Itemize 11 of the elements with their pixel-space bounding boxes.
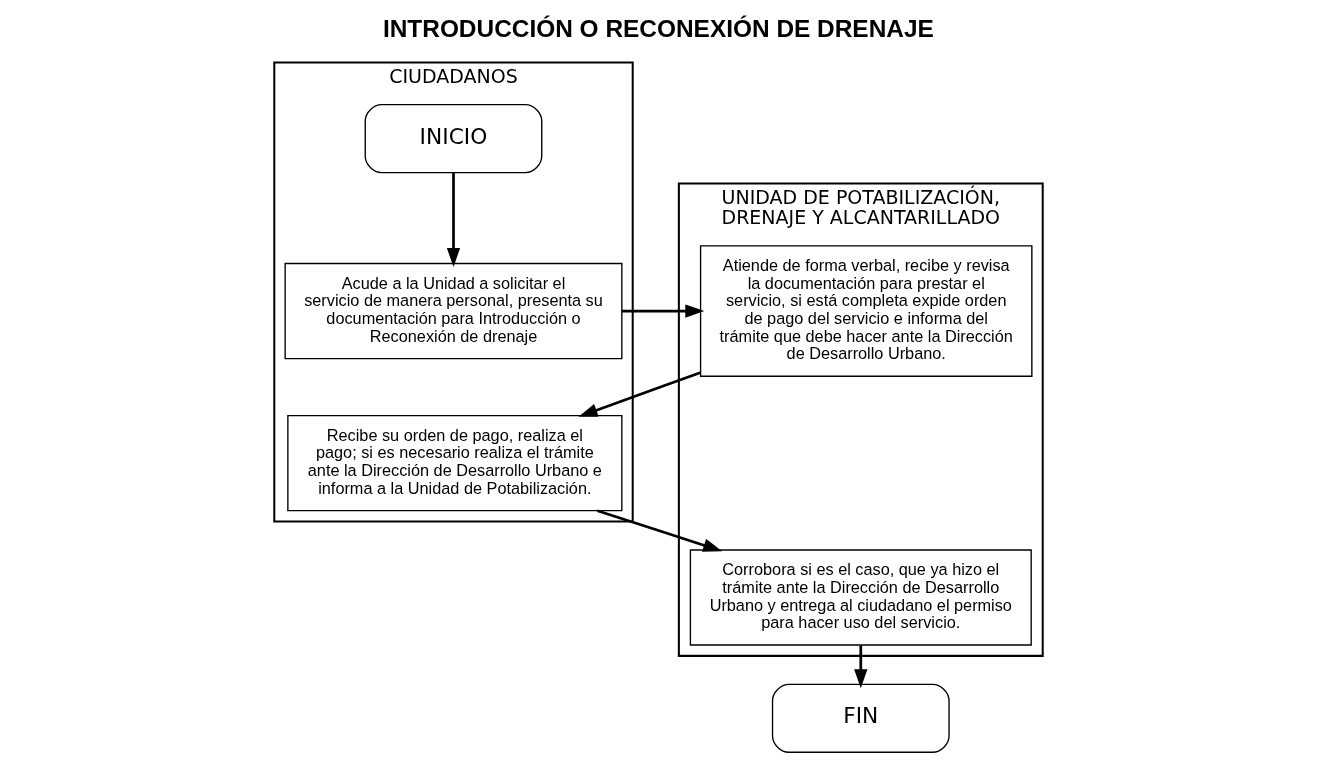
node-box: Acude a la Unidad a solicitar el servicio de manera personal, presenta su documentación para Introducción o Reconexión de drenaje (284, 262, 623, 360)
node-box: Recibe su orden de pago, realiza el pago; si es necesario realiza el trámite ante la Dirección de Desarrollo Urbano e informa a la Unidad de Potabilización. (287, 414, 623, 512)
node-box: INICIO (364, 104, 543, 174)
node-box: Corrobora si es el caso, que ya hizo el trámite ante la Dirección de Desarrollo Urbano y entrega al ciudadano el permiso para hacer uso del servicio. (689, 549, 1032, 646)
arrow (446, 172, 461, 268)
node-box: Atiende de forma verbal, recibe y revisa la documentación para prestar el servicio, si está completa expide orden de pago del servicio e informa del trámite que debe hacer ante la Dirección de Desarrollo Urbano. (699, 245, 1033, 377)
arrow (621, 304, 705, 318)
node-box: FIN (771, 683, 950, 753)
arrow (578, 371, 701, 417)
diagram-title: INTRODUCCIÓN O RECONEXIÓN DE DRENAJE (382, 15, 934, 43)
arrow (854, 645, 868, 689)
